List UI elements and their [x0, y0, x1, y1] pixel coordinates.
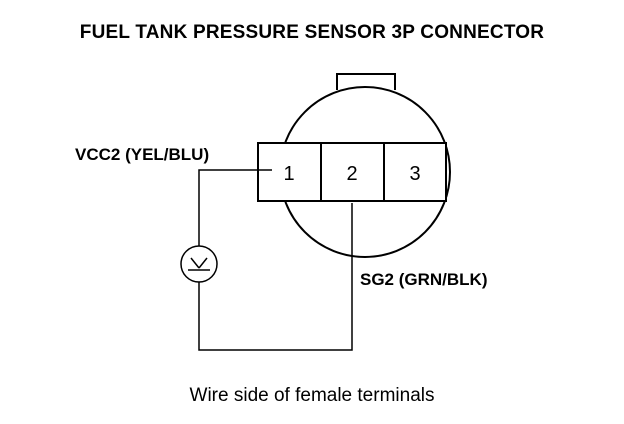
terminal-pin-3: 3 — [409, 163, 420, 185]
terminal-pin-2: 2 — [346, 163, 357, 185]
diagram-caption: Wire side of female terminals — [189, 385, 435, 406]
probe-wire-vcc2 — [198, 169, 272, 246]
terminal-block — [257, 142, 447, 202]
sg2-wire-label: SG2 (GRN/BLK) — [360, 270, 488, 289]
voltmeter-icon — [180, 245, 218, 283]
terminal-pin-1: 1 — [283, 163, 294, 185]
probe-wire-sg2 — [198, 203, 353, 351]
connector-lock-tab — [336, 73, 396, 90]
diagram-title: FUEL TANK PRESSURE SENSOR 3P CONNECTOR — [79, 22, 545, 43]
vcc2-wire-label: VCC2 (YEL/BLU) — [75, 145, 210, 164]
